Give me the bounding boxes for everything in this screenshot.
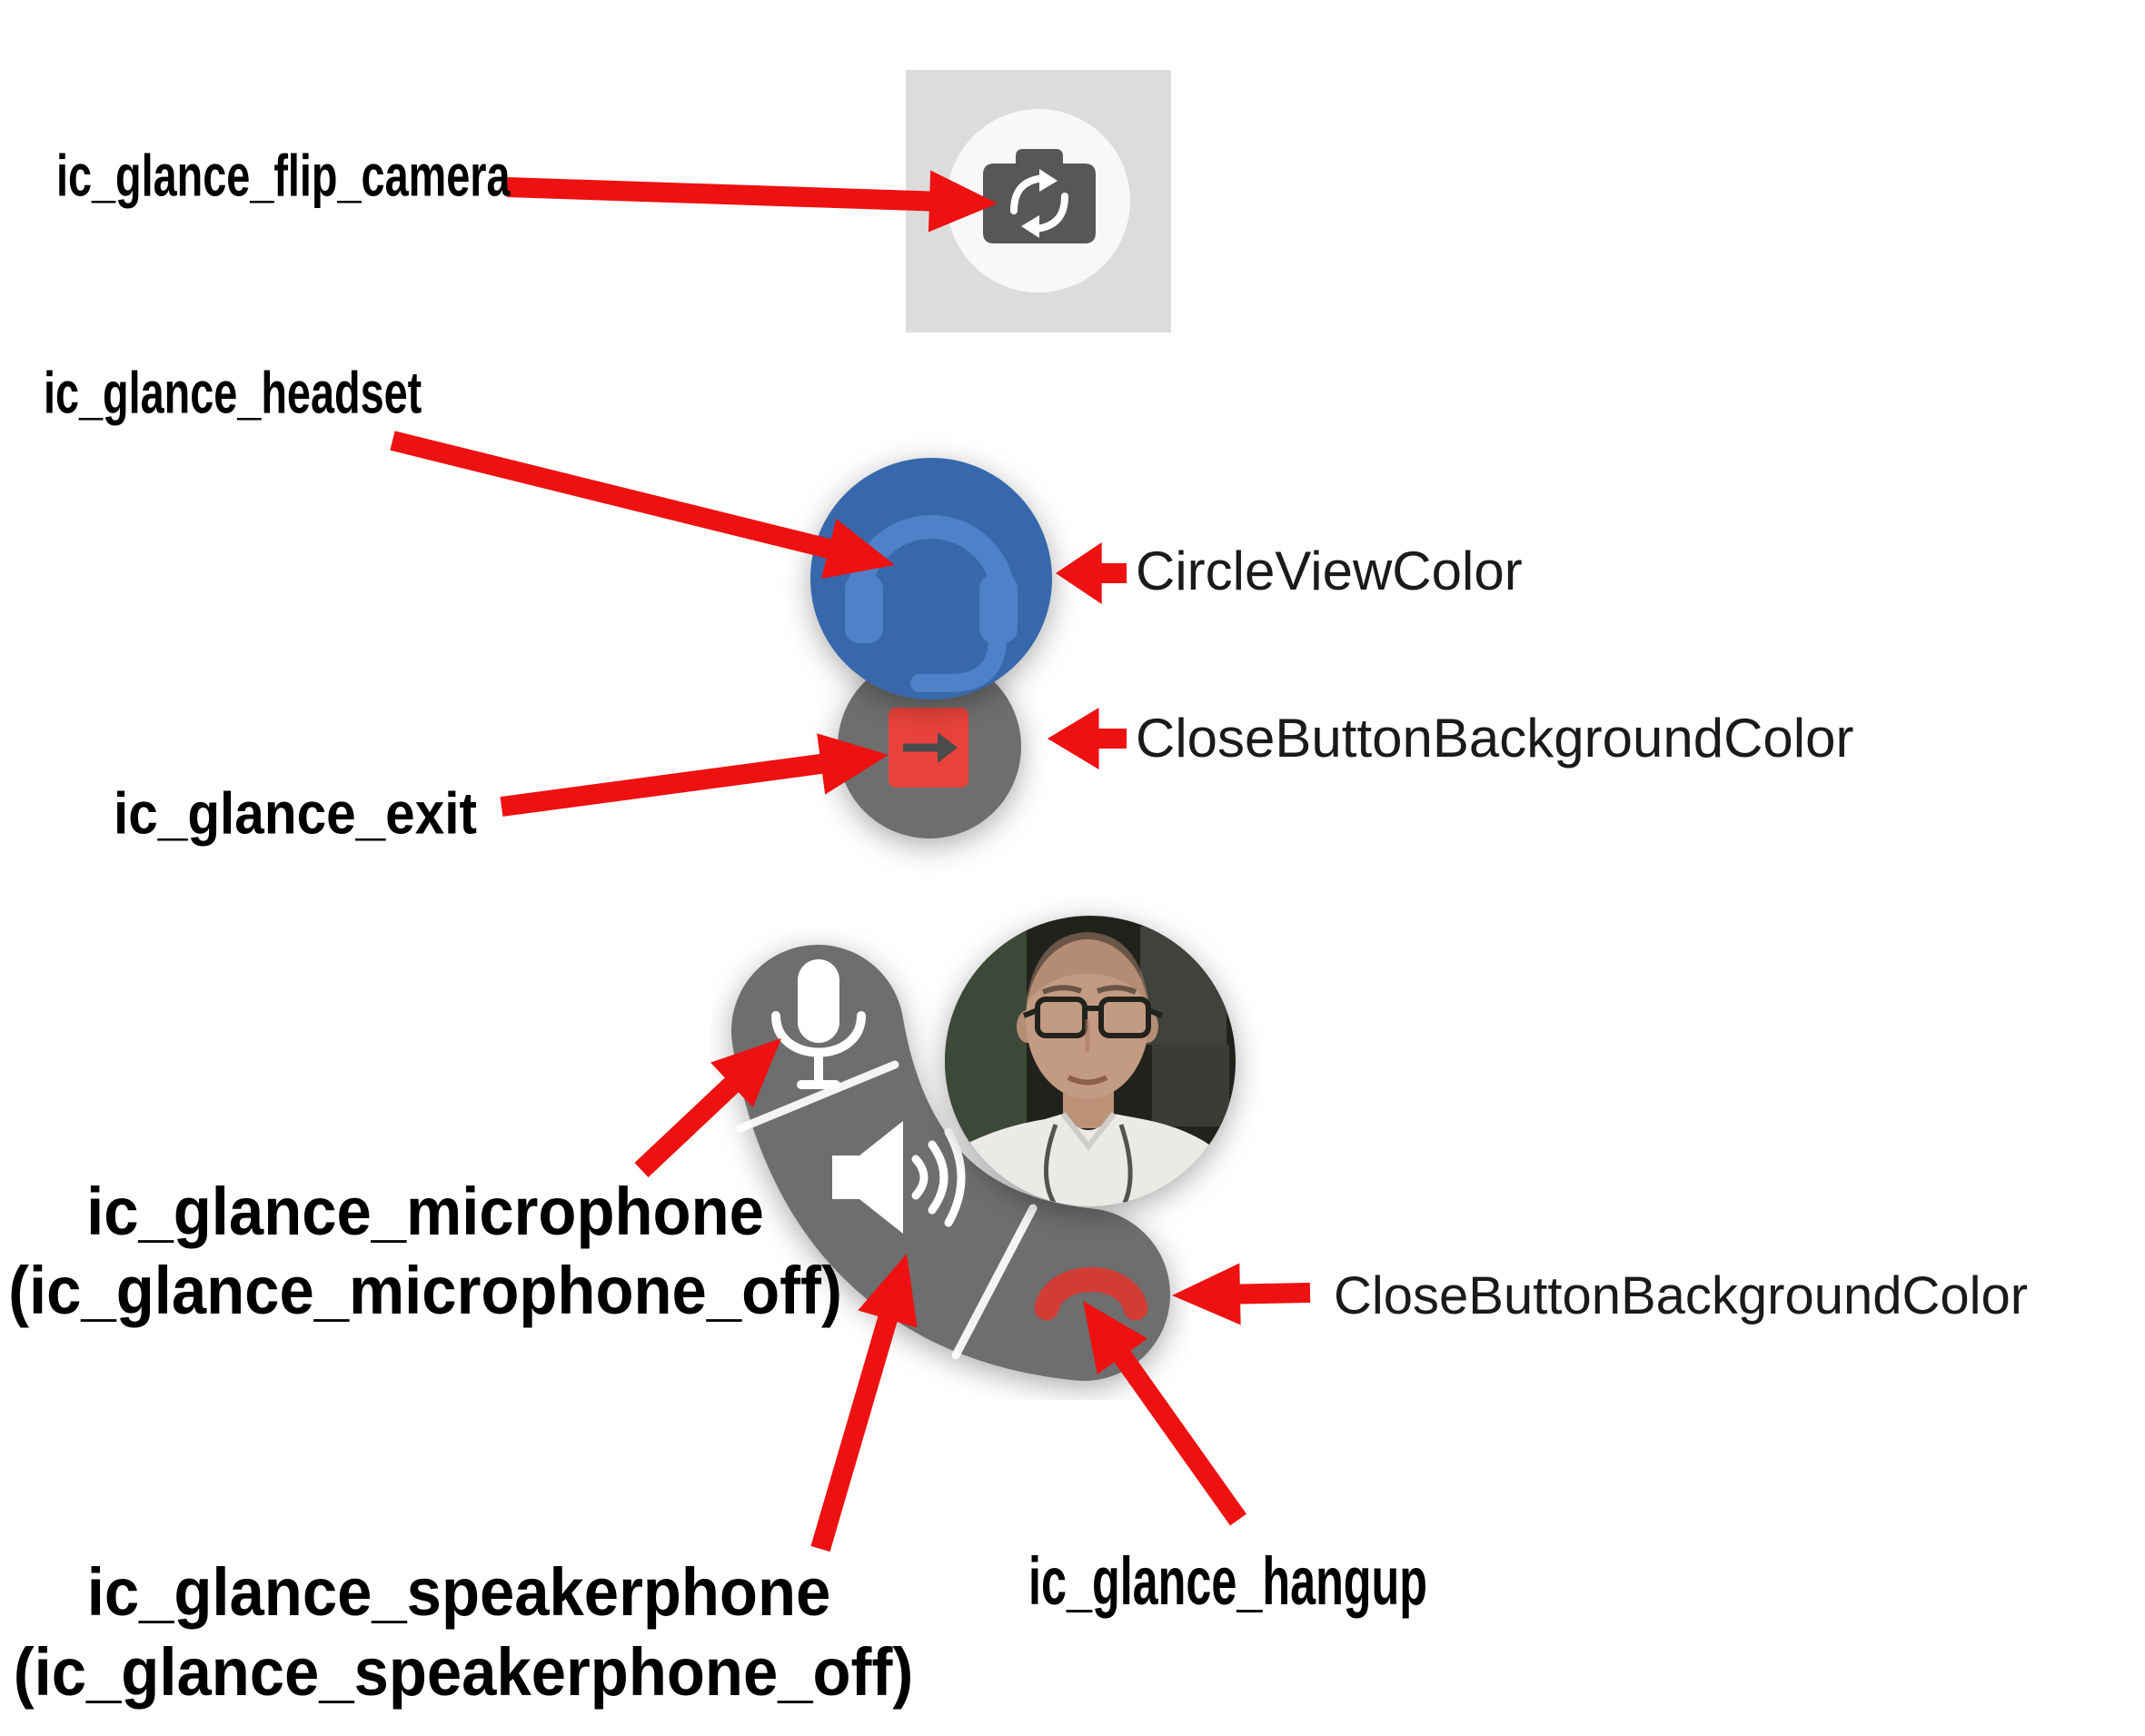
annotation-arrow-head [1048, 708, 1099, 769]
annotation-arrow-shaft [390, 431, 837, 560]
annotation-arrow-shaft [1110, 1345, 1246, 1526]
microphone-button[interactable] [771, 959, 866, 1089]
flip-camera-button[interactable] [906, 70, 1171, 332]
hangup-button[interactable] [1034, 1267, 1148, 1321]
avatar-glasses [1022, 997, 1164, 1038]
call-controls-arc [731, 945, 1170, 1381]
hangup-label: ic_glance_hangup [1028, 1543, 1428, 1619]
exit-label: ic_glance_exit [114, 779, 477, 847]
annotation-arrow-head [817, 733, 889, 795]
annotation-arrow-head [710, 1038, 781, 1108]
speakerphone-label: ic_glance_speakerphone [86, 1554, 831, 1630]
circle-view [810, 458, 1052, 699]
segment-divider [736, 1060, 1038, 1360]
flip-camera-icon [983, 149, 1096, 243]
annotation-arrow-shaft [506, 177, 936, 212]
annotation-arrow-shaft [634, 1074, 743, 1178]
flip-camera-label: ic_glance_flip_camera [56, 142, 511, 209]
avatar-mouth [1067, 1075, 1108, 1086]
speakerphone-icon [832, 1121, 966, 1234]
avatar-background [1152, 1045, 1229, 1126]
avatar-eyebrow [1041, 985, 1083, 995]
annotation-arrow-head [928, 170, 998, 233]
agent-video-avatar[interactable] [943, 916, 1236, 1215]
headset-label: ic_glance_headset [44, 359, 422, 426]
hangup-icon [1034, 1267, 1148, 1321]
annotation-arrow-shaft [1234, 1283, 1311, 1304]
speakerphone-button[interactable] [832, 1121, 966, 1234]
headset-button[interactable] [810, 458, 1052, 699]
close-button-background-label: CloseButtonBackgroundColor [1136, 708, 1854, 769]
microphone-off-label: (ic_glance_microphone_off) [8, 1253, 842, 1328]
avatar-lanyard [1044, 1124, 1058, 1205]
close-button-background-label: CloseButtonBackgroundColor [1334, 1266, 2029, 1325]
annotation-arrow-head [858, 1254, 918, 1328]
avatar-collar [1060, 1112, 1117, 1151]
circle-view-color-label: CircleViewColor [1136, 541, 1523, 601]
annotation-arrow-head [821, 518, 895, 579]
avatar-hair [1026, 932, 1149, 1004]
annotation-arrow-head [1172, 1263, 1241, 1325]
annotation-arrow-head [1083, 1301, 1148, 1374]
annotation-arrows [390, 170, 1311, 1552]
microphone-icon [771, 959, 866, 1089]
microphone-label: ic_glance_microphone [86, 1174, 764, 1249]
exit-icon [889, 708, 968, 788]
annotation-arrow-head [1056, 542, 1102, 604]
annotation-arrow-shaft [500, 753, 829, 817]
speakerphone-off-label: (ic_glance_speakerphone_off) [13, 1634, 914, 1710]
annotation-arrow-shaft [810, 1311, 899, 1552]
avatar-eyebrow [1096, 985, 1137, 995]
exit-button[interactable] [838, 655, 1021, 838]
avatar-lanyard [1118, 1124, 1133, 1205]
